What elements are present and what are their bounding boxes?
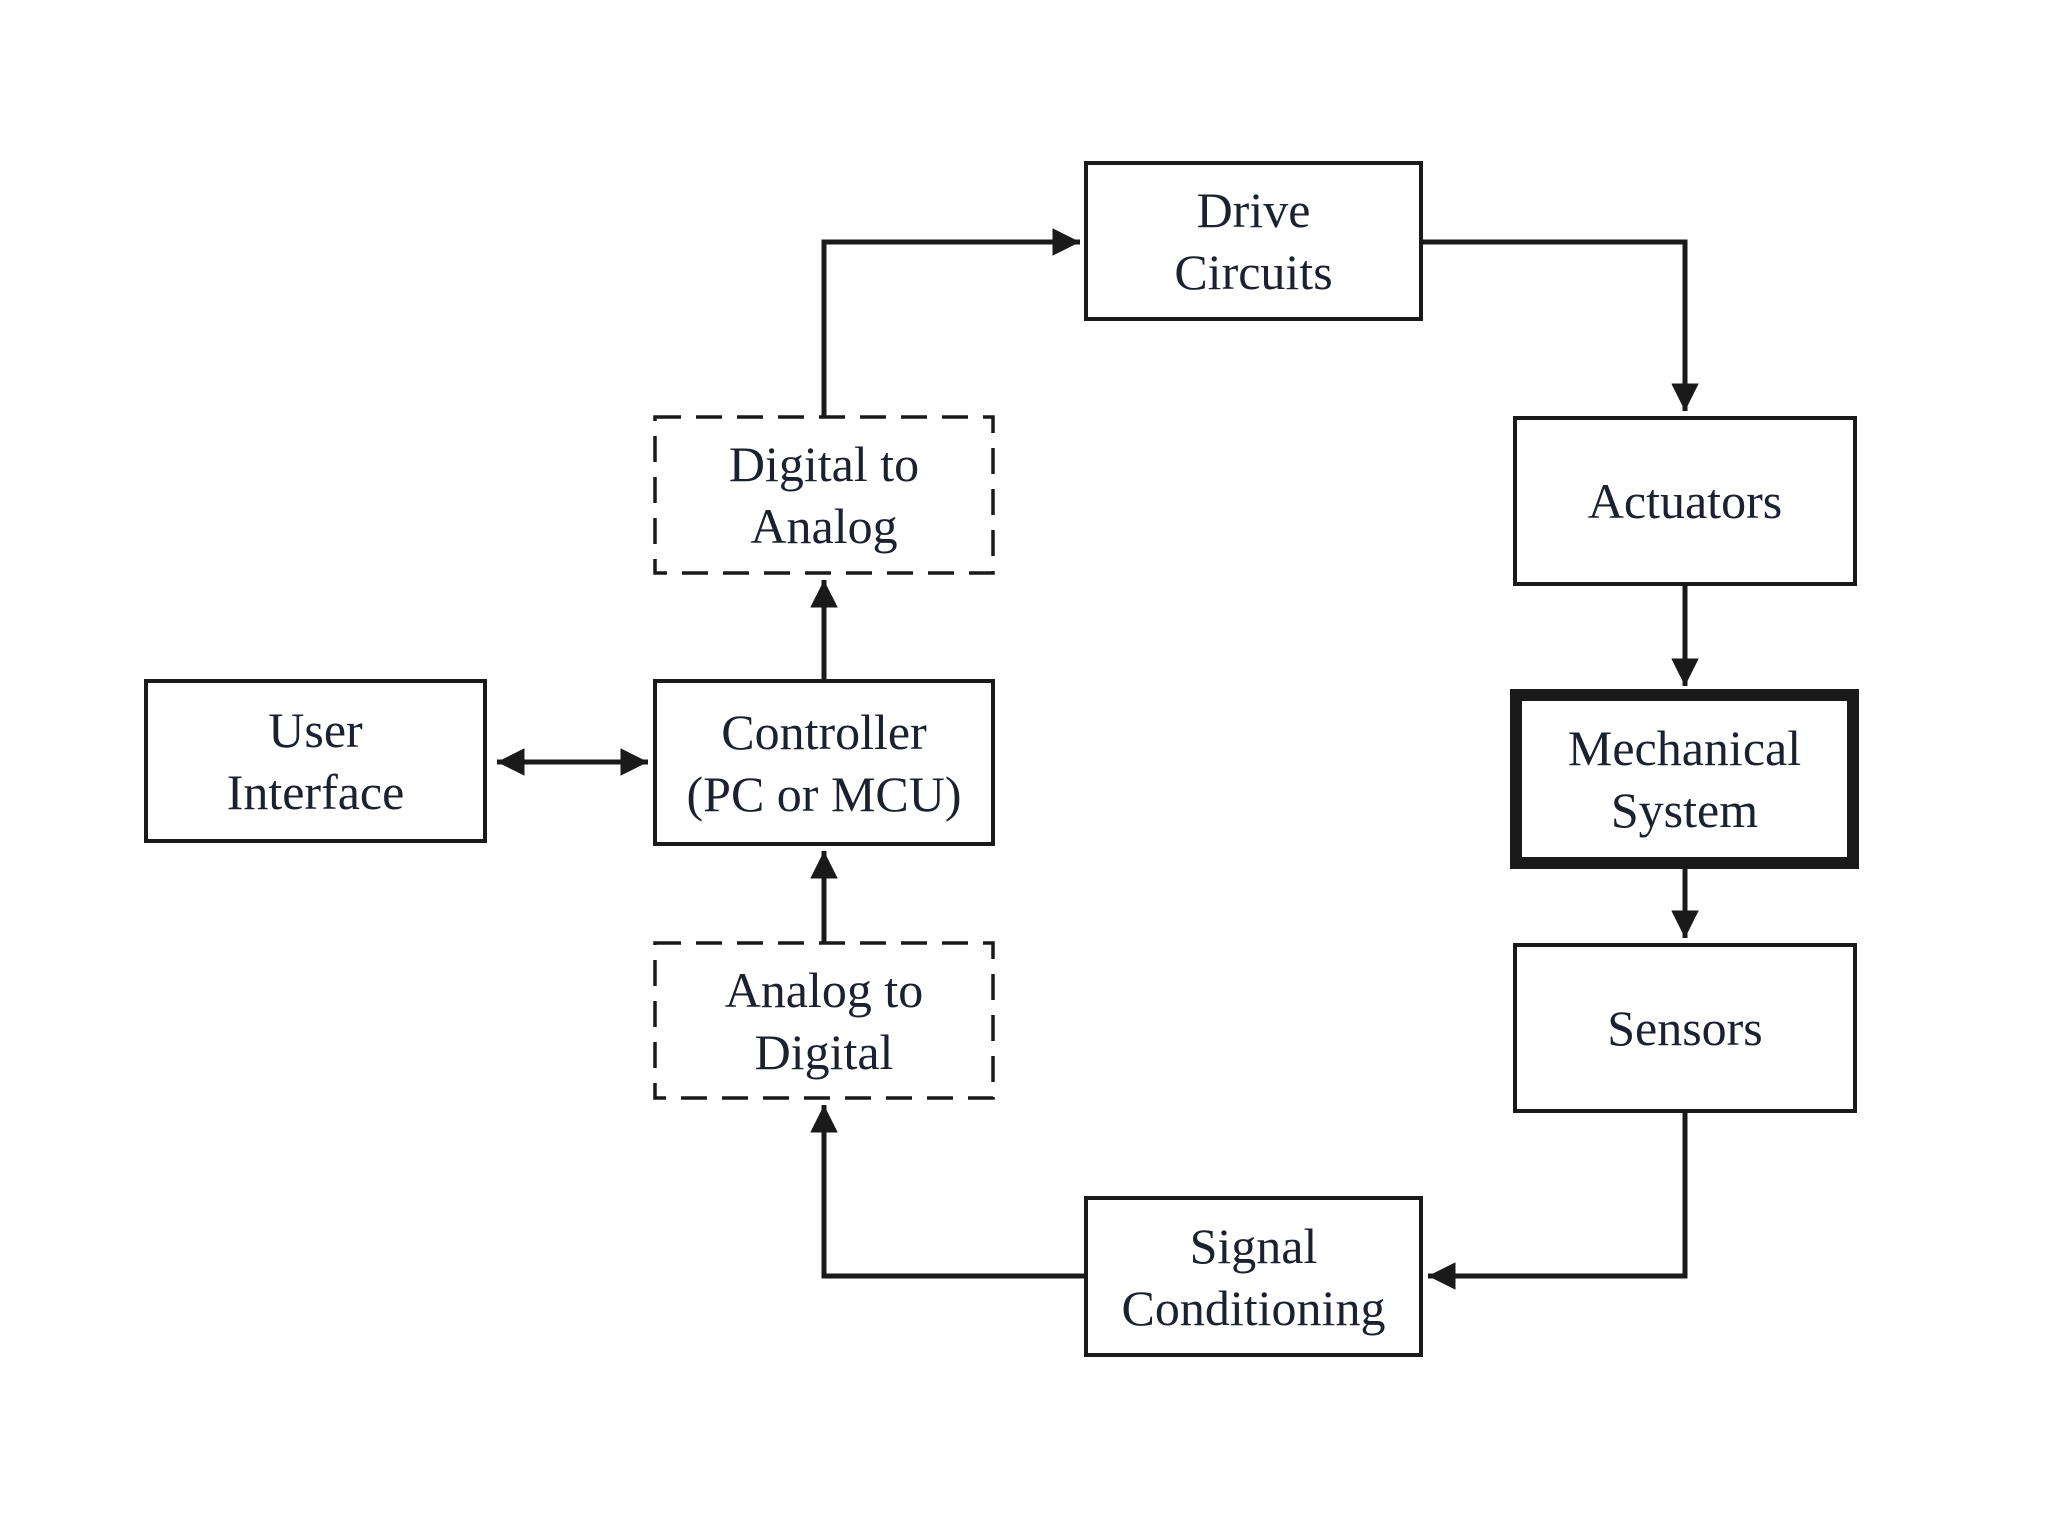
connector-digital-to-analog-to-drive-circuits [821, 228, 1080, 417]
actuators-box [1513, 416, 1857, 586]
user-interface-label: User Interface [226, 702, 405, 820]
controller-label: Controller (PC or MCU) [686, 703, 962, 822]
mechanical-system-box [1510, 689, 1859, 869]
digital-to-analog-box [653, 415, 995, 575]
connector-signal-conditioning-to-analog-to-digital [810, 1105, 1086, 1279]
sensors-label: Sensors [1607, 1000, 1763, 1056]
user-interface-box [144, 679, 487, 843]
drive-circuits-box [1084, 161, 1423, 321]
digital-to-analog-label: Digital to Analog [728, 436, 920, 554]
drive-circuits-label: Drive Circuits [1174, 182, 1333, 300]
connector-drive-circuits-to-actuators [1421, 239, 1699, 411]
controller-box [653, 679, 995, 846]
mechanical-system-label: Mechanical System [1567, 720, 1802, 838]
sensors-box [1513, 943, 1857, 1113]
analog-to-digital-label: Analog to Digital [724, 961, 924, 1080]
signal-conditioning-label: Signal Conditioning [1121, 1217, 1386, 1336]
connector-sensors-to-signal-conditioning [1428, 1111, 1688, 1290]
analog-to-digital-box [653, 941, 995, 1100]
actuators-label: Actuators [1587, 473, 1783, 529]
